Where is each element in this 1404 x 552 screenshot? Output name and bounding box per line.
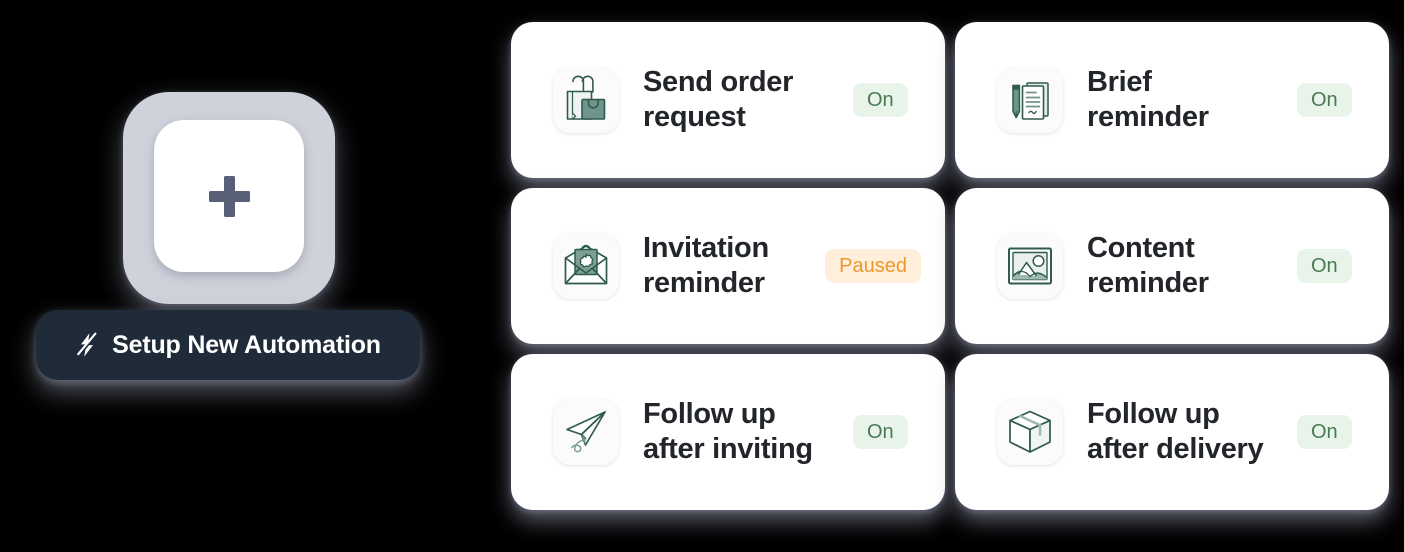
- card-title-line2: after inviting: [643, 433, 813, 465]
- card-title: Content reminder: [1087, 231, 1297, 302]
- automation-card-invitation-reminder[interactable]: Invitation reminder Paused: [511, 188, 945, 344]
- card-title-line1: Invitation: [643, 231, 769, 264]
- icon-tile: [997, 399, 1063, 465]
- plus-icon: [207, 174, 251, 218]
- add-automation-tile[interactable]: [123, 92, 335, 304]
- card-title-line2: request: [643, 101, 746, 133]
- card-title-line1: Follow up: [1087, 397, 1220, 430]
- automation-card-content-reminder[interactable]: Content reminder On: [955, 188, 1389, 344]
- add-tile-inner-surface[interactable]: [154, 120, 304, 272]
- left-panel: Setup New Automation: [0, 0, 460, 552]
- card-title: Follow up after delivery: [1087, 397, 1297, 468]
- card-title: Send order request: [643, 65, 853, 136]
- status-badge[interactable]: On: [853, 415, 908, 449]
- shopping-bags-icon: [566, 75, 606, 120]
- card-title-line2: reminder: [1087, 267, 1209, 299]
- status-badge[interactable]: On: [1297, 249, 1352, 283]
- card-title: Follow up after inviting: [643, 397, 853, 468]
- automation-card-grid: Send order request On: [511, 22, 1389, 530]
- package-box-icon: [1009, 410, 1051, 453]
- icon-tile: [553, 67, 619, 133]
- card-title: Brief reminder: [1087, 65, 1297, 136]
- icon-tile: [553, 233, 619, 299]
- photo-icon: [1008, 247, 1052, 285]
- card-title-line2: reminder: [1087, 101, 1209, 133]
- card-title-line2: reminder: [643, 267, 765, 299]
- automation-card-send-order-request[interactable]: Send order request On: [511, 22, 945, 178]
- envelope-seal-icon: [564, 244, 608, 285]
- setup-button-label: Setup New Automation: [112, 330, 381, 359]
- card-title-line1: Send order: [643, 65, 794, 98]
- card-title: Invitation reminder: [643, 231, 825, 302]
- status-badge[interactable]: On: [1297, 83, 1352, 117]
- automation-card-brief-reminder[interactable]: Brief reminder On: [955, 22, 1389, 178]
- icon-tile: [553, 399, 619, 465]
- document-pen-icon: [1012, 82, 1049, 120]
- card-title-line1: Brief: [1087, 65, 1152, 98]
- card-title-line1: Follow up: [643, 397, 776, 430]
- status-badge[interactable]: On: [1297, 415, 1352, 449]
- icon-tile: [997, 67, 1063, 133]
- icon-tile: [997, 233, 1063, 299]
- setup-new-automation-button[interactable]: Setup New Automation: [36, 310, 420, 380]
- status-badge[interactable]: On: [853, 83, 908, 117]
- status-badge[interactable]: Paused: [825, 249, 921, 283]
- automation-card-follow-up-after-inviting[interactable]: Follow up after inviting On: [511, 354, 945, 510]
- card-title-line2: after delivery: [1087, 433, 1264, 465]
- lightning-bolt-icon: [76, 332, 98, 358]
- automation-card-follow-up-after-delivery[interactable]: Follow up after delivery On: [955, 354, 1389, 510]
- paper-plane-icon: [566, 411, 606, 453]
- card-title-line1: Content: [1087, 231, 1195, 264]
